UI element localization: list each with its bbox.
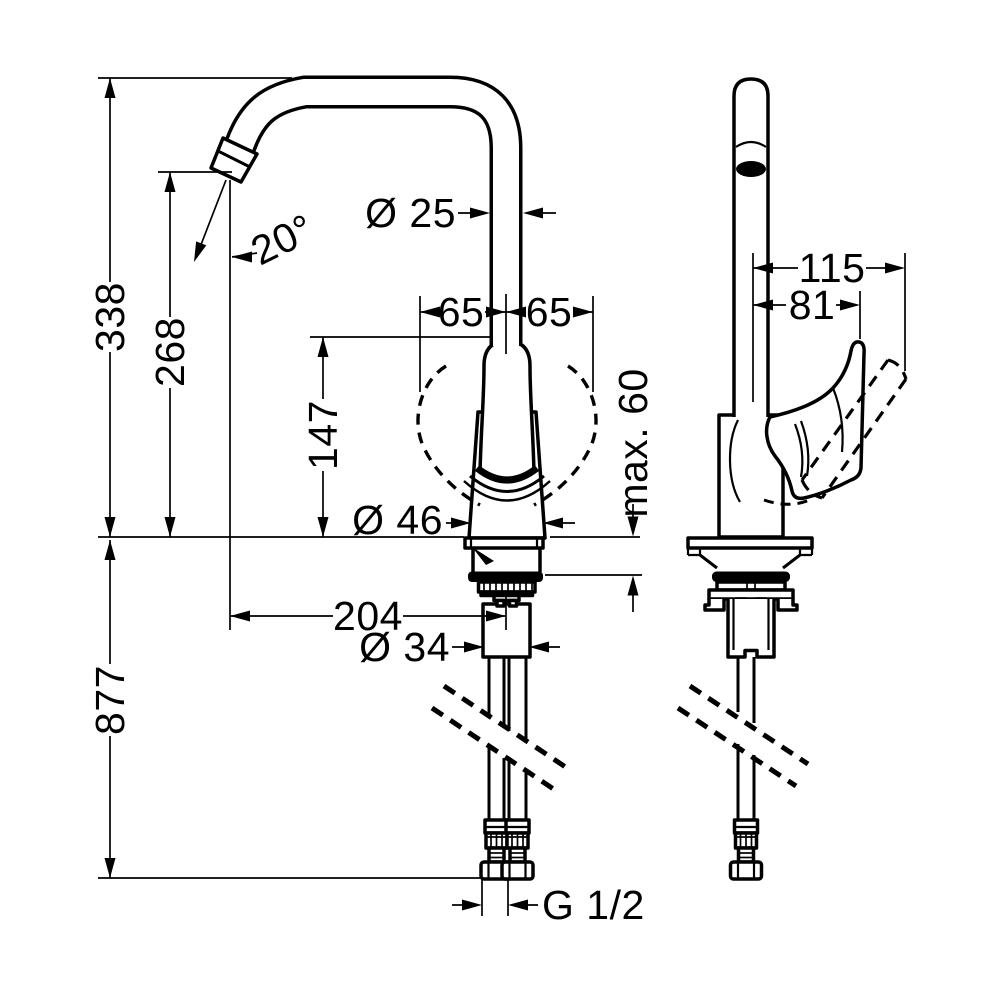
- dim-handle-top-height: 147: [300, 400, 346, 470]
- handle-dome: [478, 339, 536, 474]
- dim-supply-hose-thread: G 1/2: [542, 882, 645, 928]
- spout: [209, 75, 523, 346]
- hose-connector-right: [500, 818, 535, 881]
- dim-swivel-left: 65: [438, 289, 485, 335]
- dim-connection-length: 877: [87, 665, 133, 735]
- side-break-lines: [676, 683, 810, 789]
- set-screw-mark: [472, 547, 494, 565]
- break-lines: [430, 683, 572, 795]
- dim-spout-angle: 20°: [244, 205, 321, 274]
- side-handle-raised-dashed: [763, 358, 908, 506]
- dimension-labels: 338 268 147 877 20° Ø 25 65 65 Ø 46 204 …: [87, 190, 865, 928]
- side-body-contour: [728, 419, 741, 503]
- side-aerator: [736, 161, 766, 177]
- dim-spout-pipe-diameter: Ø 25: [365, 190, 456, 236]
- handle-swing-arcs: [416, 364, 598, 507]
- dim-max-deck-thickness: max. 60: [610, 368, 656, 517]
- swivel-joint: [463, 465, 551, 502]
- dim-spout-reach: 204: [333, 593, 403, 639]
- supply-hoses: [487, 657, 528, 820]
- dim-total-height: 338: [87, 282, 133, 352]
- side-view: [676, 77, 908, 881]
- base-mounting: [463, 536, 545, 598]
- dim-spout-tip-height: 268: [147, 317, 193, 387]
- dim-base-diameter: Ø 46: [352, 497, 443, 543]
- front-view: [209, 75, 598, 881]
- dimension-lines: [98, 77, 906, 916]
- dim-handle-reach-open: 115: [799, 245, 866, 291]
- dim-swivel-right: 65: [526, 289, 573, 335]
- side-handle: [764, 340, 866, 501]
- dim-handle-reach: 81: [789, 282, 836, 328]
- side-hose-connector: [728, 818, 764, 881]
- side-supply-hose: [736, 657, 756, 820]
- dim-shank-diameter: Ø 34: [359, 624, 450, 670]
- side-spout-pipe: [732, 77, 770, 417]
- side-tailpiece: [726, 599, 776, 659]
